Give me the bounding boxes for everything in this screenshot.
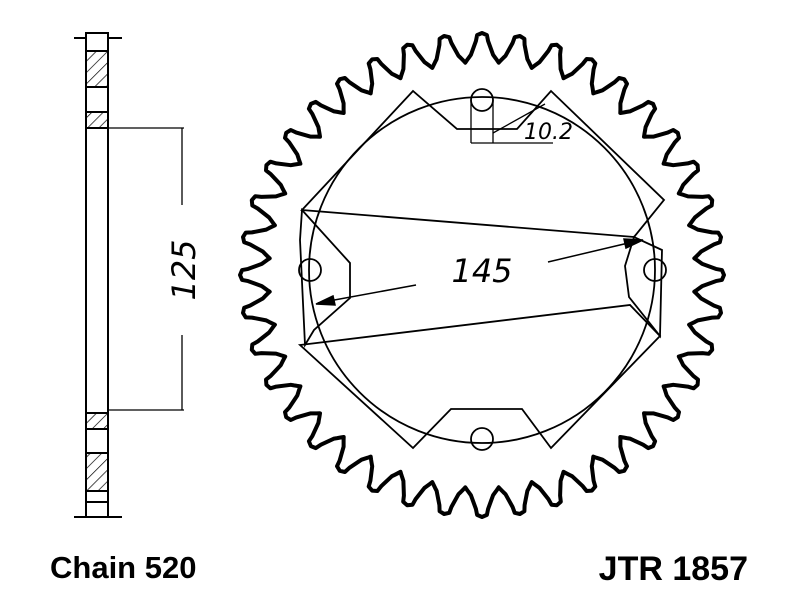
hub-width-label: 125 [165, 239, 203, 300]
bolt-hole-left [298, 258, 322, 282]
pitch-circle-dimension [315, 238, 644, 306]
bolt-hole-dimension [470, 100, 553, 144]
bolt-hole-top [470, 88, 494, 112]
cutout-top [300, 89, 666, 238]
sprocket-side-view [74, 32, 122, 518]
hub-width-dimension [108, 127, 184, 411]
cutout-bottom [297, 304, 662, 450]
bolt-hole-bottom [470, 427, 494, 451]
bolt-hole-label: 10.2 [524, 120, 573, 145]
cutout-right [624, 235, 663, 339]
pitch-circle [308, 96, 656, 444]
cutout-left [299, 207, 351, 349]
part-number-caption: JTR 1857 [598, 550, 748, 588]
pitch-circle-label: 145 [451, 252, 512, 290]
sprocket-teeth-outline [238, 31, 726, 519]
chain-size-caption: Chain 520 [50, 550, 197, 585]
bolt-hole-right [643, 258, 667, 282]
